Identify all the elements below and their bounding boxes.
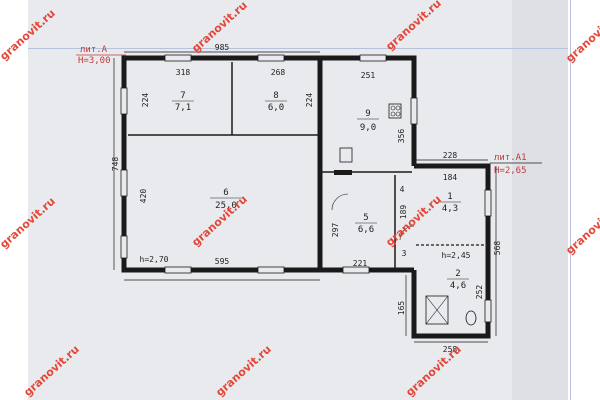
dim-985: 985 — [215, 43, 230, 52]
window-west-7 — [120, 87, 128, 115]
room-number: 8 — [273, 91, 278, 101]
shower-diagonal — [425, 295, 449, 325]
window-north-9 — [359, 54, 387, 62]
header-liter-a1: лит.А1 H=2,65 — [490, 153, 542, 176]
room-9: 9 9,0 — [357, 109, 379, 133]
liter-a1-label: лит.А1 — [494, 153, 527, 163]
room-area: 4,6 — [450, 281, 466, 291]
outer-wall-west-block — [121, 55, 323, 273]
room-area: 9,0 — [360, 123, 376, 133]
liter-a1-height: H=2,65 — [494, 166, 527, 176]
window-east-2 — [484, 299, 492, 323]
room-5: 5 6,6 — [355, 213, 377, 235]
window-east-1 — [484, 189, 492, 217]
paper-sheet — [28, 0, 568, 400]
dim-251: 251 — [361, 71, 376, 80]
dim-224-left: 224 — [141, 93, 150, 108]
dim-258: 258 — [443, 345, 458, 354]
window-north-7 — [164, 54, 192, 62]
burner-icon — [395, 105, 401, 111]
dim-228: 228 — [443, 151, 458, 160]
sink-icon — [339, 147, 353, 163]
window-west-6b — [120, 235, 128, 259]
stove-icon — [388, 103, 402, 119]
room-area: 6,6 — [358, 225, 374, 235]
room-number: 2 — [455, 269, 460, 279]
room-6: 6 25,0 — [210, 188, 242, 211]
dim-184: 184 — [443, 173, 458, 182]
window-south-5 — [342, 266, 370, 274]
main-house-walls — [121, 55, 417, 273]
room-area: 4,3 — [442, 204, 458, 214]
dim-221: 221 — [353, 259, 368, 268]
height-ext: h=2,45 — [442, 251, 471, 260]
dim-268: 268 — [271, 68, 286, 77]
door-swing-icon — [331, 193, 349, 211]
dim-420: 420 — [139, 189, 148, 204]
room-8: 8 6,0 — [265, 91, 287, 113]
burner-icon — [395, 111, 401, 117]
paper-right-panel — [512, 0, 568, 400]
dim-356: 356 — [397, 129, 406, 144]
dim-595: 595 — [215, 257, 230, 266]
room-number: 9 — [365, 109, 370, 119]
room-number: 7 — [180, 91, 185, 101]
height-main: h=2,70 — [140, 255, 169, 264]
room-area: 6,0 — [268, 103, 284, 113]
window-north-8 — [257, 54, 285, 62]
window-south-6a — [164, 266, 192, 274]
room-7: 7 7,1 — [172, 91, 194, 113]
paper-margin-line — [570, 0, 571, 400]
dim-748: 748 — [111, 157, 120, 172]
extension-outer-wall — [411, 163, 491, 339]
door-swing-icon — [399, 225, 415, 241]
window-south-6b — [257, 266, 285, 274]
room-1: 1 4,3 — [439, 192, 461, 214]
liter-a-label: лит.А — [80, 45, 108, 55]
boiler-icon — [334, 170, 352, 175]
room-area: 25,0 — [215, 201, 237, 211]
dim-252: 252 — [475, 285, 484, 300]
windows — [120, 54, 492, 323]
dim-4: 4 — [400, 185, 405, 194]
extension-walls — [411, 163, 491, 339]
liter-a-height: H=3,00 — [78, 56, 111, 66]
room-number: 6 — [223, 188, 228, 198]
toilet-icon — [465, 310, 477, 326]
dim-3: 3 — [402, 249, 407, 258]
outer-wall-northeast — [320, 55, 417, 166]
room-number: 5 — [363, 213, 368, 223]
room-area: 7,1 — [175, 103, 191, 113]
window-west-6a — [120, 169, 128, 197]
dimension-lines — [113, 51, 497, 343]
fixtures — [331, 103, 477, 326]
shower-icon — [425, 295, 449, 325]
room-number: 1 — [447, 192, 452, 202]
window-east-9 — [410, 97, 418, 125]
room-2: 2 4,6 — [447, 269, 469, 291]
paper-rule-line — [28, 48, 568, 49]
dim-568: 568 — [493, 241, 502, 256]
dim-224-right: 224 — [305, 93, 314, 108]
header-liter-a: лит.А H=3,00 — [76, 45, 126, 66]
burner-icon — [390, 105, 396, 111]
dim-189: 189 — [399, 205, 408, 220]
dim-165: 165 — [397, 301, 406, 316]
dim-297: 297 — [331, 223, 340, 238]
burner-icon — [390, 111, 396, 117]
dim-318: 318 — [176, 68, 191, 77]
